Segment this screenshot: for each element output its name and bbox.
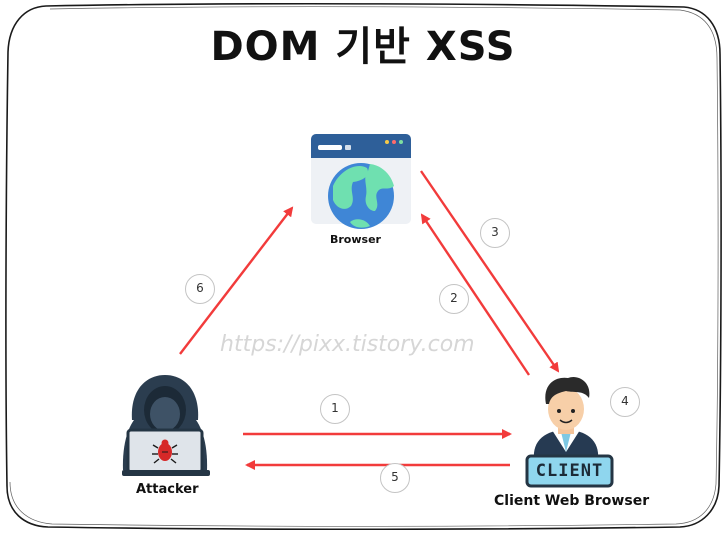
step-badge-3: 3 xyxy=(480,218,510,248)
step-badge-1: 1 xyxy=(320,394,350,424)
step-badge-5: 5 xyxy=(380,463,410,493)
client-label: Client Web Browser xyxy=(494,493,650,509)
diagram-frame xyxy=(5,2,722,531)
step-badge-4: 4 xyxy=(610,387,640,417)
arrow-step-2 xyxy=(420,213,530,376)
watermark: https://pixx.tistory.com xyxy=(220,332,475,357)
step-badge-2: 2 xyxy=(439,284,469,314)
arrow-step-6 xyxy=(179,206,294,355)
hooded-hacker-laptop-icon xyxy=(122,375,210,476)
globe-browser-icon xyxy=(311,134,411,229)
arrow-step-3 xyxy=(420,170,560,373)
diagram-frame-sketch xyxy=(9,6,719,527)
step-badge-6: 6 xyxy=(185,274,215,304)
page-title: DOM 기반 XSS xyxy=(210,24,516,70)
client-badge-text: CLIENT xyxy=(535,461,604,481)
browser-label: Browser xyxy=(330,233,381,246)
client-user-icon xyxy=(525,376,614,488)
attacker-label: Attacker xyxy=(136,482,199,497)
